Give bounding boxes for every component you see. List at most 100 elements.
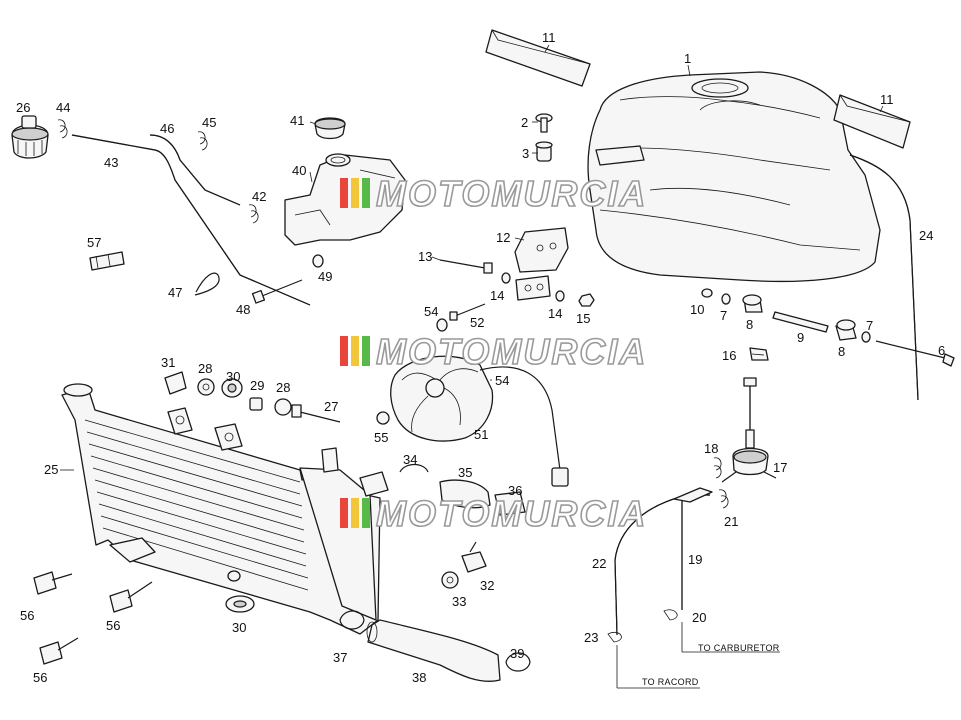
note-to-carburetor: TO CARBURETOR (698, 643, 780, 653)
part-label: 28 (276, 380, 290, 395)
part-label: 54 (495, 373, 509, 388)
washer-49 (312, 254, 324, 268)
part-label: 8 (838, 344, 845, 359)
part-label: 43 (104, 155, 118, 170)
clamp-34 (399, 463, 429, 473)
watermark-text: MOTOMURCIA (376, 173, 647, 214)
part-label: 37 (333, 650, 347, 665)
spacer-29 (249, 397, 263, 411)
part-label: 57 (87, 235, 101, 250)
overflow-hoses (71, 134, 311, 306)
part-label: 8 (746, 317, 753, 332)
fuel-hoses (607, 487, 780, 689)
part-label: 33 (452, 594, 466, 609)
washer-33 (441, 571, 459, 589)
part-label: 42 (252, 189, 266, 204)
long-screw (439, 259, 493, 274)
part-label: 9 (797, 330, 804, 345)
cooling-fan (390, 355, 569, 487)
mount-pin-56c (39, 637, 79, 665)
part-label: 16 (722, 348, 736, 363)
part-label: 14 (490, 288, 504, 303)
part-label: 21 (724, 514, 738, 529)
part-label: 28 (198, 361, 212, 376)
part-label: 51 (474, 427, 488, 442)
part-label: 2 (521, 115, 528, 130)
part-label: 52 (470, 315, 484, 330)
tank-stud-assembly (701, 288, 955, 367)
part-label: 18 (704, 441, 718, 456)
note-to-racord: TO RACORD (642, 677, 699, 687)
part-label: 1 (684, 51, 691, 66)
part-label: 31 (161, 355, 175, 370)
grommet-30a (221, 378, 243, 398)
lower-hose-38 (366, 619, 501, 682)
strap-47 (194, 272, 220, 296)
part-label: 47 (168, 285, 182, 300)
part-label: 20 (692, 610, 706, 625)
hose-35 (439, 479, 491, 509)
part-label: 40 (292, 163, 306, 178)
part-label: 3 (522, 146, 529, 161)
watermark-1: MOTOMURCIA (340, 172, 647, 215)
washer-14b (555, 290, 565, 302)
part-label: 12 (496, 230, 510, 245)
watermark-text: MOTOMURCIA (376, 331, 647, 372)
part-label: 30 (232, 620, 246, 635)
part-label: 23 (584, 630, 598, 645)
filler-cap (11, 115, 49, 159)
part-label: 7 (720, 308, 727, 323)
leader-lines (60, 44, 884, 471)
part-label: 56 (33, 670, 47, 685)
part-label: 44 (56, 100, 70, 115)
nut-15 (578, 293, 595, 307)
bolt-27 (291, 404, 341, 423)
part-label: 19 (688, 552, 702, 567)
part-label: 55 (374, 430, 388, 445)
temp-sensor-32 (461, 541, 487, 573)
expansion-tank-cap (314, 117, 346, 140)
part-label: 11 (880, 92, 894, 107)
part-label: 17 (773, 460, 787, 475)
clip-44 (57, 119, 68, 139)
screw-bolt (535, 113, 553, 133)
clip-57 (89, 251, 125, 271)
part-label: 29 (250, 378, 264, 393)
bushing (535, 141, 553, 162)
clip-45 (197, 131, 208, 151)
part-label: 48 (236, 302, 250, 317)
part-label: 6 (938, 343, 945, 358)
part-label: 24 (919, 228, 933, 243)
part-number-labels: 1 2 3 6 7 7 8 8 9 10 11 11 12 13 14 14 1… (16, 30, 945, 685)
part-label: 35 (458, 465, 472, 480)
part-label: 10 (690, 302, 704, 317)
part-label: 25 (44, 462, 58, 477)
watermark-2: MOTOMURCIA (340, 330, 647, 373)
hose-36 (494, 491, 526, 516)
part-label: 11 (542, 30, 556, 45)
part-label: 7 (866, 318, 873, 333)
foam-strip-right (833, 94, 911, 149)
grommet-30b (225, 595, 255, 613)
part-label: 30 (226, 369, 240, 384)
screw-52 (449, 303, 486, 321)
part-label: 27 (324, 399, 338, 414)
part-label: 34 (403, 452, 417, 467)
part-label: 54 (424, 304, 438, 319)
mount-31 (164, 371, 187, 395)
part-label: 38 (412, 670, 426, 685)
clamp-37 (339, 610, 365, 630)
clamp-39 (505, 652, 531, 672)
hose-clamps-18-21 (713, 457, 729, 509)
part-label: 39 (510, 646, 524, 661)
part-label: 49 (318, 269, 332, 284)
part-label: 15 (576, 311, 590, 326)
mount-pin-56a (33, 571, 73, 595)
fuel-tap-assembly (721, 347, 777, 483)
part-label: 56 (106, 618, 120, 633)
bolt-48 (251, 279, 303, 304)
watermark-text: MOTOMURCIA (376, 493, 647, 534)
part-label: 45 (202, 115, 216, 130)
part-label: 41 (290, 113, 304, 128)
